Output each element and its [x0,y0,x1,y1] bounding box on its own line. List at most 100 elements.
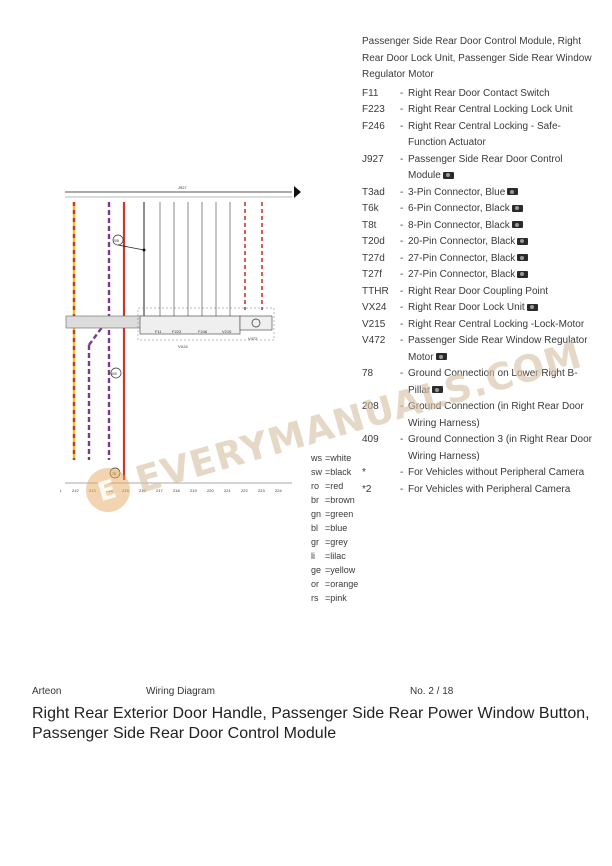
bottom-number: 220 [207,488,214,493]
vx24-frame [137,307,275,341]
legend-description-text: Right Rear Central Locking -Lock-Motor [408,318,585,330]
legend-item: T27f-27-Pin Connector, Black [362,267,598,284]
legend-code: T3ad [362,186,385,198]
camera-icon[interactable] [435,353,447,361]
color-key-abbr: gn [311,509,322,519]
legend-dash: - [400,186,404,198]
color-key-name: brown [330,495,355,505]
legend-description: For Vehicles with Peripheral Camera [408,482,598,499]
legend-description: For Vehicles without Peripheral Camera [408,465,598,482]
color-key-row: rs= pink [311,591,358,605]
legend-description: 27-Pin Connector, Black [408,267,598,284]
legend-dash: - [400,153,404,165]
camera-icon[interactable] [511,204,523,212]
bottom-number: 218 [173,488,180,493]
legend-dash: - [400,203,404,214]
color-key-equals: = [325,523,331,533]
camera-icon[interactable] [517,254,529,262]
legend-item: T27d-27-Pin Connector, Black [362,251,598,268]
color-key-row: gr= grey [311,535,358,549]
bottom-number: 224 [275,488,282,493]
wiring-diagram: J927 F11 F223 F246 V215 V472 VX24 208 40… [60,185,301,493]
ground-label-78: 78 [112,472,116,476]
legend-description-text: 27-Pin Connector, Black [408,269,516,280]
camera-icon[interactable] [507,188,519,196]
legend-description-text: Ground Connection on Lower Right B-Pilla… [408,368,578,396]
page-title: Right Rear Exterior Door Handle, Passeng… [32,705,590,742]
diagram-arrow-icon [294,186,301,198]
legend-description-text: 8-Pin Connector, Black [408,219,510,231]
legend-code: T6k [362,203,379,214]
legend-dash: - [400,368,404,379]
legend-dash: - [400,120,404,132]
color-key-equals: = [325,593,331,603]
legend-code: TTHR [362,285,389,297]
footer-model: Arteon [32,686,62,697]
part-label-v215: V215 [222,329,232,334]
legend-dash: - [400,434,404,445]
legend-description: 6-Pin Connector, Black [408,201,598,218]
legend-dash: - [400,104,404,115]
legend-dash: - [400,483,404,495]
part-label-f223: F223 [172,329,182,334]
legend-description-text: Passenger Side Rear Window Regulator Mot… [408,335,588,363]
legend-dash: - [400,269,404,280]
color-key-row: bl= blue [311,521,358,535]
camera-icon[interactable] [517,237,529,245]
legend-dash: - [400,318,404,330]
color-key-equals: = [325,467,331,477]
legend-item: *2-For Vehicles with Peripheral Camera [362,482,598,499]
camera-icon[interactable] [432,386,444,394]
color-key-abbr: gr [311,537,320,547]
legend-code: T20d [362,236,385,247]
color-key-name: white [330,453,352,463]
color-key-name: orange [330,579,359,589]
camera-icon[interactable] [511,221,523,229]
legend-item: T3ad-3-Pin Connector, Blue [362,185,598,202]
legend-dash: - [400,302,404,313]
color-key-equals: = [325,551,331,561]
color-key-name: red [330,481,344,491]
color-key-row: li= lilac [311,549,358,563]
legend-code: 208 [362,401,379,412]
legend-dash: - [400,285,404,297]
legend-description: 27-Pin Connector, Black [408,251,598,268]
legend-code: 409 [362,434,379,445]
color-key-abbr: rs [311,593,319,603]
color-key-name: blue [330,523,348,533]
part-label-vx24: VX24 [178,344,189,349]
legend-code: V215 [362,318,386,330]
component-box-right [239,315,273,331]
color-key-equals: = [325,565,331,575]
legend-dash: - [400,401,404,412]
part-label-f11: F11 [155,329,162,334]
ground-link [117,244,145,251]
legend-item: VX24-Right Rear Door Lock Unit [362,300,598,317]
camera-icon[interactable] [442,171,454,179]
bottom-number: 223 [258,488,265,493]
color-key-equals: = [325,495,331,505]
bottom-number: 213 [89,488,96,493]
legend-description-text: Right Rear Central Locking Lock Unit [408,104,573,115]
camera-icon[interactable] [526,303,538,311]
bottom-number: 221 [224,488,231,493]
color-key-name: yellow [330,565,356,575]
color-key-row: or= orange [311,577,358,591]
legend-item: TTHR-Right Rear Door Coupling Point [362,284,598,301]
legend-dash: - [400,467,404,478]
legend-description: 8-Pin Connector, Black [408,218,598,235]
color-key-name: black [330,467,352,477]
ground-409 [110,367,122,379]
camera-icon[interactable] [517,270,529,278]
legend-item: F223-Right Rear Central Locking Lock Uni… [362,102,598,119]
legend-description: Right Rear Door Contact Switch [408,86,598,103]
legend-code: J927 [362,153,384,165]
legend-code: * [362,467,366,478]
part-label-v472: V472 [248,336,258,341]
color-key-abbr: br [311,495,320,505]
color-key-abbr: sw [311,467,322,477]
legend-description: Passenger Side Rear Window Regulator Mot… [408,333,598,366]
ground-label-208: 208 [113,239,119,243]
legend-description: Right Rear Door Coupling Point [408,284,598,301]
legend-description-text: Right Rear Central Locking - Safe- Funct… [408,120,561,149]
